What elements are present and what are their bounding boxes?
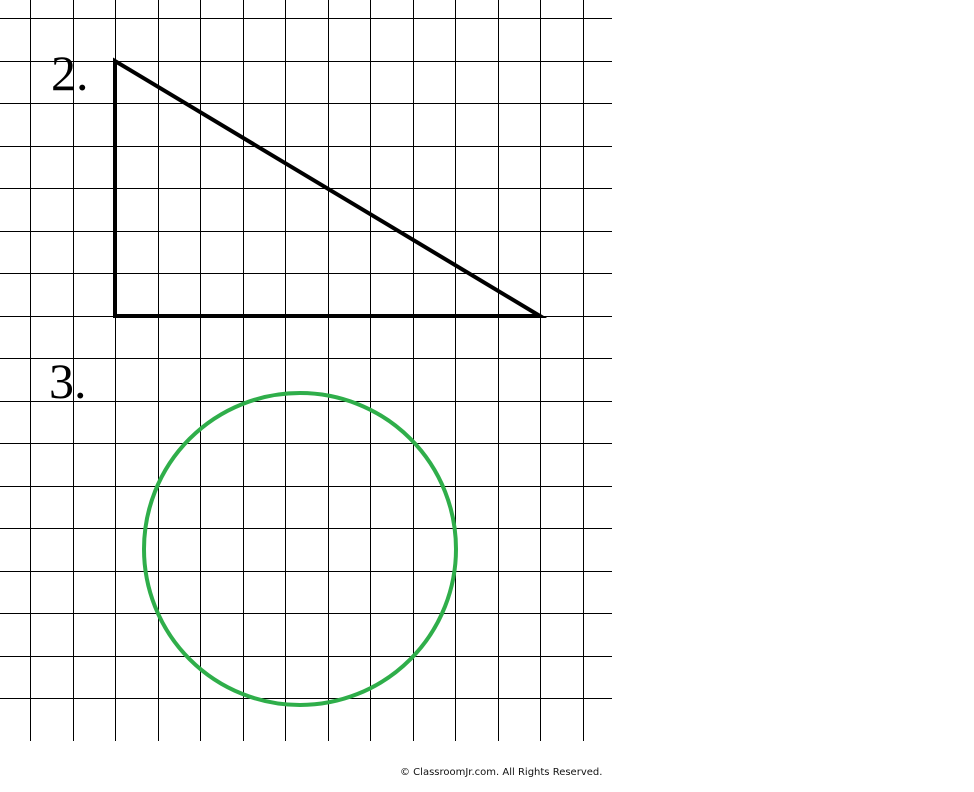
circle-shape [142, 391, 458, 707]
right-triangle-shape [113, 57, 548, 318]
copyright-notice: © ClassroomJr.com. All Rights Reserved. [400, 767, 603, 778]
problem-number-2: 2. [51, 45, 89, 101]
problem-number-3: 3. [49, 353, 87, 409]
grid-lines [0, 0, 612, 741]
